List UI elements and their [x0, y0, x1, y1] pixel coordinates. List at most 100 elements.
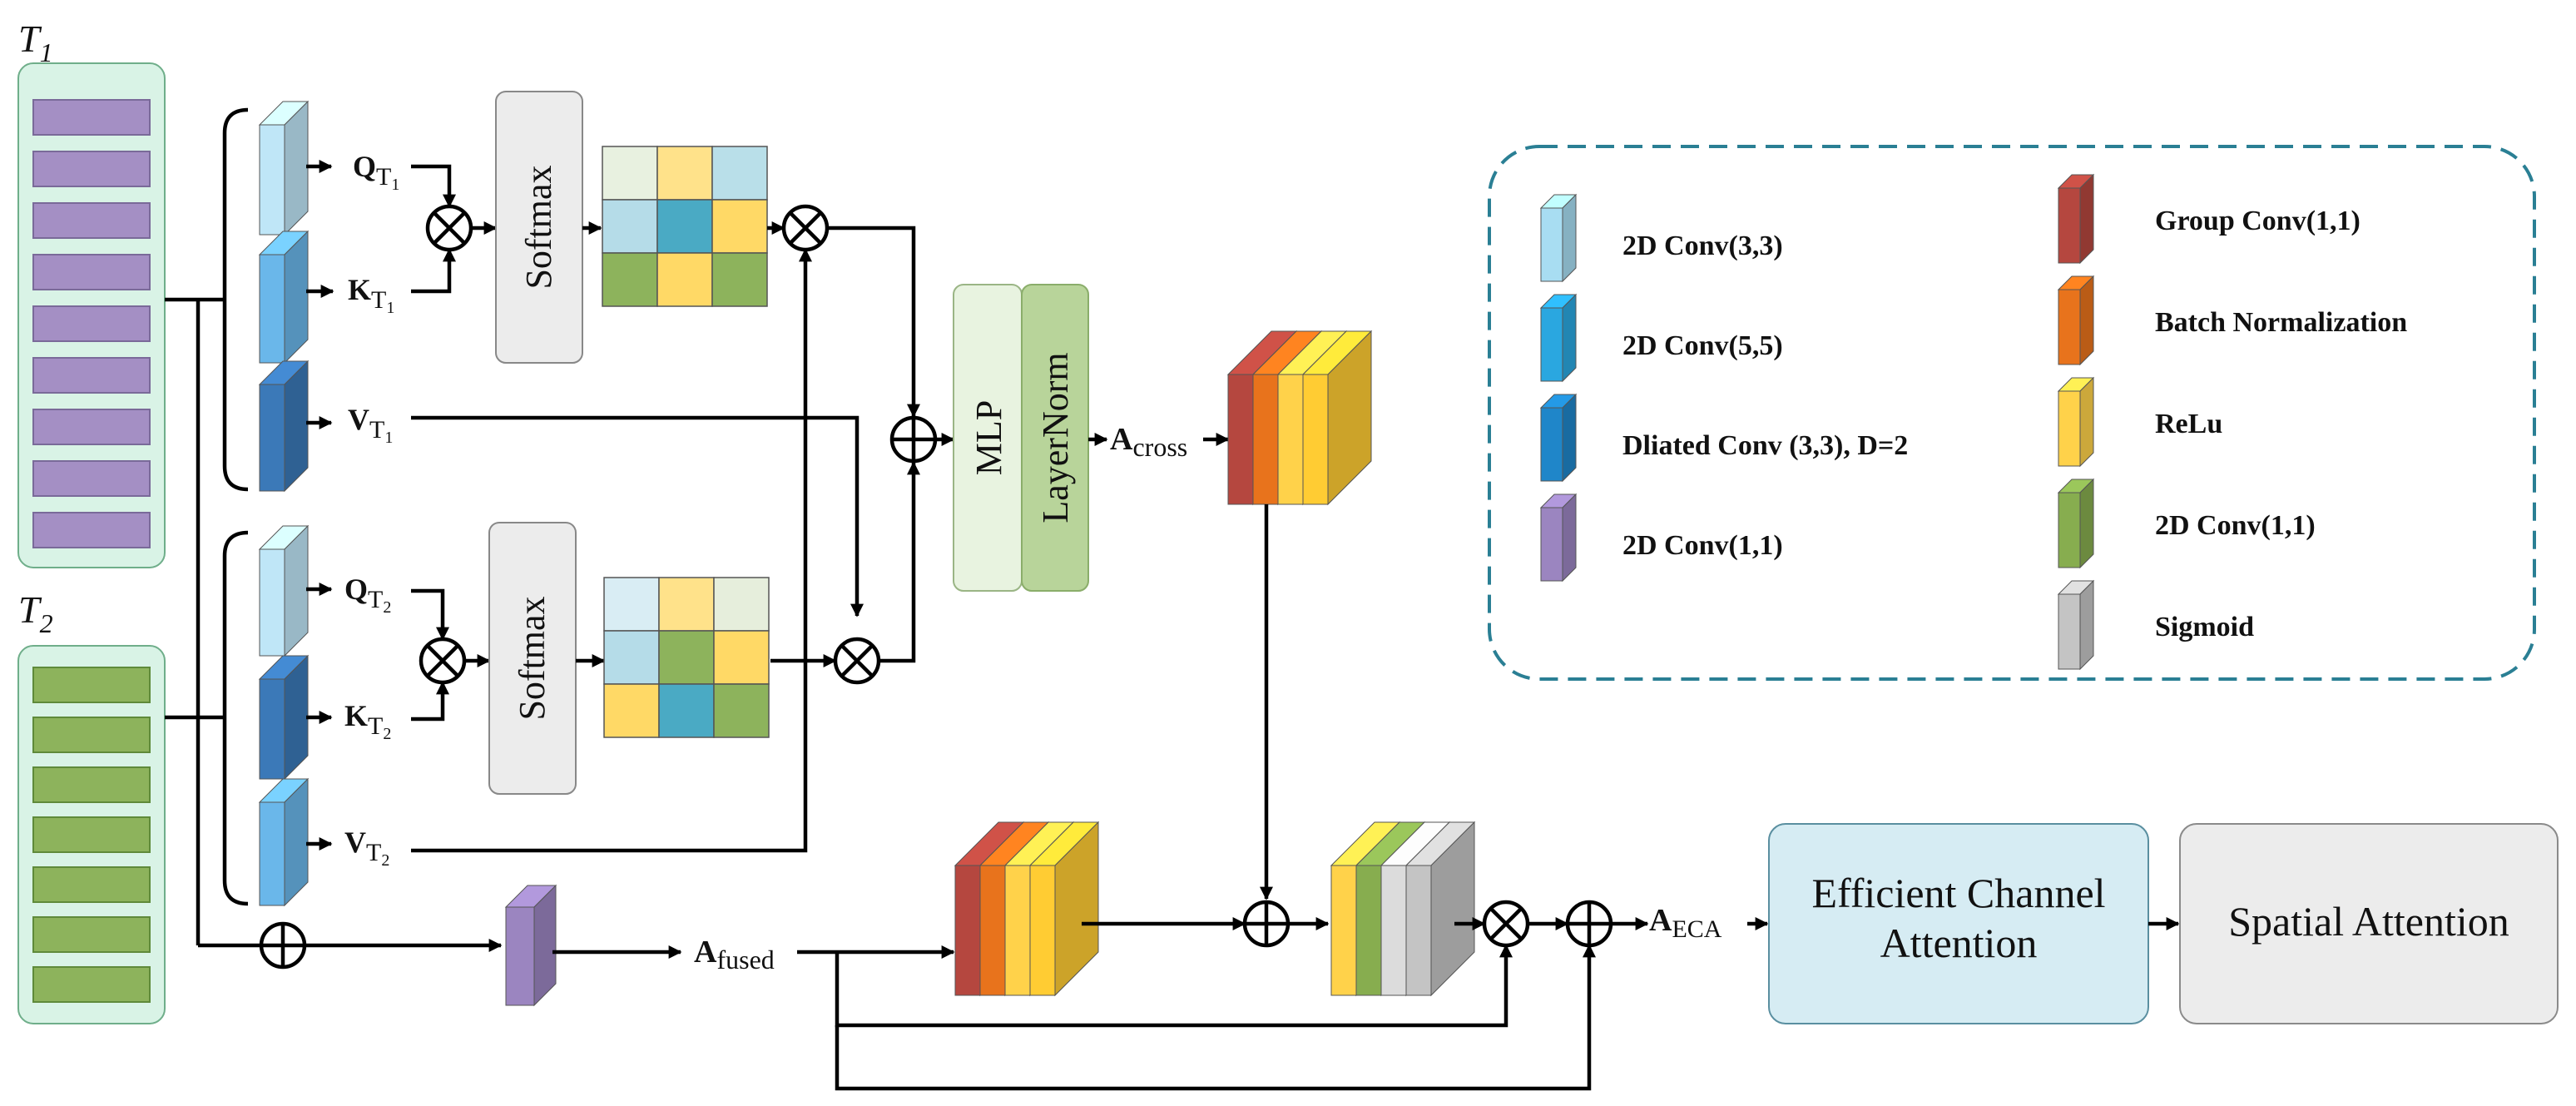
attention-cell: [656, 252, 713, 307]
t1-token: [32, 460, 151, 497]
k2-conv-block: [258, 654, 310, 781]
multiply-op-3: [419, 637, 467, 685]
t1-token: [32, 202, 151, 239]
t1-token: [32, 305, 151, 342]
legend-left-label: 2D Conv(1,1): [1622, 530, 1783, 561]
eca-line-1: Efficient Channel: [1811, 870, 2105, 916]
t1-token: [32, 99, 151, 136]
mlp-label: MLP: [968, 400, 1009, 475]
q2-conv-block: [258, 524, 310, 657]
v1-conv-block: [258, 360, 310, 493]
legend-box: [1488, 145, 2536, 681]
q1-conv-block: [258, 100, 310, 236]
q-t2-label: QT2: [344, 573, 391, 617]
dark-blue-conv-icon: [258, 654, 310, 781]
light-blue-block-icon: [1539, 193, 1578, 283]
legend-left-label: Dliated Conv (3,3), D=2: [1622, 430, 1908, 461]
layernorm-label: LayerNorm: [1035, 352, 1076, 523]
cross-feature-stack: [1226, 330, 1373, 506]
attention-cell: [658, 630, 715, 685]
a-cross-label: Across: [1110, 422, 1187, 462]
spatial-attention-box: [2179, 823, 2559, 1024]
eca-feature-stack: [1330, 821, 1476, 997]
eca-line-2: Attention: [1880, 920, 2038, 966]
blue-conv-icon: [258, 230, 310, 365]
t2-token: [32, 966, 151, 1003]
t1-token: [32, 151, 151, 187]
brace-1: [222, 107, 249, 492]
skip-connection-1: [835, 944, 1513, 1028]
attention-cell: [656, 199, 713, 254]
attention-cell: [713, 630, 770, 685]
red-block-icon: [2057, 173, 2095, 265]
attention-cell: [713, 683, 770, 738]
multiply-op-4: [833, 637, 881, 685]
attention-cell: [603, 577, 660, 632]
attention-cell: [602, 146, 658, 201]
k1-conv-block: [258, 230, 310, 365]
v-t1-label: VT1: [348, 403, 393, 447]
feature-layer: [1404, 821, 1476, 997]
legend-right-label: Batch Normalization: [2155, 307, 2407, 338]
attention-cell: [711, 146, 768, 201]
attention-map-1: [602, 146, 768, 307]
t2-token: [32, 717, 151, 753]
dark-blue-conv-icon: [258, 360, 310, 493]
add-op-1: [889, 415, 938, 464]
blue-conv-icon: [258, 777, 310, 907]
light-blue-conv-icon: [258, 524, 310, 657]
legend-right-label: Group Conv(1,1): [2155, 206, 2361, 236]
softmax-2-label: Softmax: [512, 596, 552, 720]
a-eca-label: AECA: [1649, 903, 1722, 943]
multiply-op-2: [781, 204, 830, 252]
attention-map-2: [603, 577, 770, 738]
v-t2-label: VT2: [344, 826, 389, 870]
attention-cell: [603, 683, 660, 738]
attention-cell: [602, 252, 658, 307]
attention-cell: [658, 683, 715, 738]
spatial-attention-label: Spatial Attention: [2228, 898, 2509, 945]
yellow-block-icon: [2057, 376, 2095, 468]
t2-label: T2: [18, 588, 53, 638]
attention-cell: [713, 577, 770, 632]
purple-conv-icon: [504, 884, 557, 1007]
attention-cell: [711, 199, 768, 254]
feature-layer: [1301, 330, 1373, 506]
k-t1-label: KT1: [348, 273, 394, 317]
feature-layer: [1028, 821, 1100, 997]
legend-right-label: 2D Conv(1,1): [2155, 510, 2316, 541]
t2-token: [32, 866, 151, 903]
t1-label: T1: [18, 17, 53, 67]
t2-token-stack: [32, 667, 151, 1003]
t2-token: [32, 667, 151, 703]
a-fused-label: Afused: [694, 935, 775, 975]
fused-conv-block: [504, 884, 557, 1007]
input-connectors: [165, 107, 265, 948]
t1-token: [32, 357, 151, 394]
orange-block-icon: [2057, 275, 2095, 366]
t1-token: [32, 409, 151, 445]
attention-cell: [656, 146, 713, 201]
t1-token-stack: [32, 99, 151, 548]
softmax-1-label: Softmax: [518, 165, 559, 289]
legend-left-column: 2D Conv(3,3)2D Conv(5,5)Dliated Conv (3,…: [1539, 193, 1908, 583]
add-op-fused: [259, 921, 307, 970]
legend-left-label: 2D Conv(3,3): [1622, 231, 1783, 261]
add-op-2: [1242, 900, 1290, 948]
attention-cell: [711, 252, 768, 307]
t2-token: [32, 816, 151, 853]
t1-token: [32, 254, 151, 290]
mid-blue-block-icon: [1539, 393, 1578, 483]
skip-connection-2: [835, 944, 1596, 1091]
light-blue-conv-icon: [258, 100, 310, 236]
legend-right-label: ReLu: [2155, 409, 2222, 439]
blue-block-icon: [1539, 293, 1578, 383]
attention-cell: [658, 577, 715, 632]
fused-feature-stack: [954, 821, 1100, 997]
green-block-icon: [2057, 478, 2095, 569]
brace-2: [222, 530, 249, 906]
v2-conv-block: [258, 777, 310, 907]
t2-token: [32, 916, 151, 953]
